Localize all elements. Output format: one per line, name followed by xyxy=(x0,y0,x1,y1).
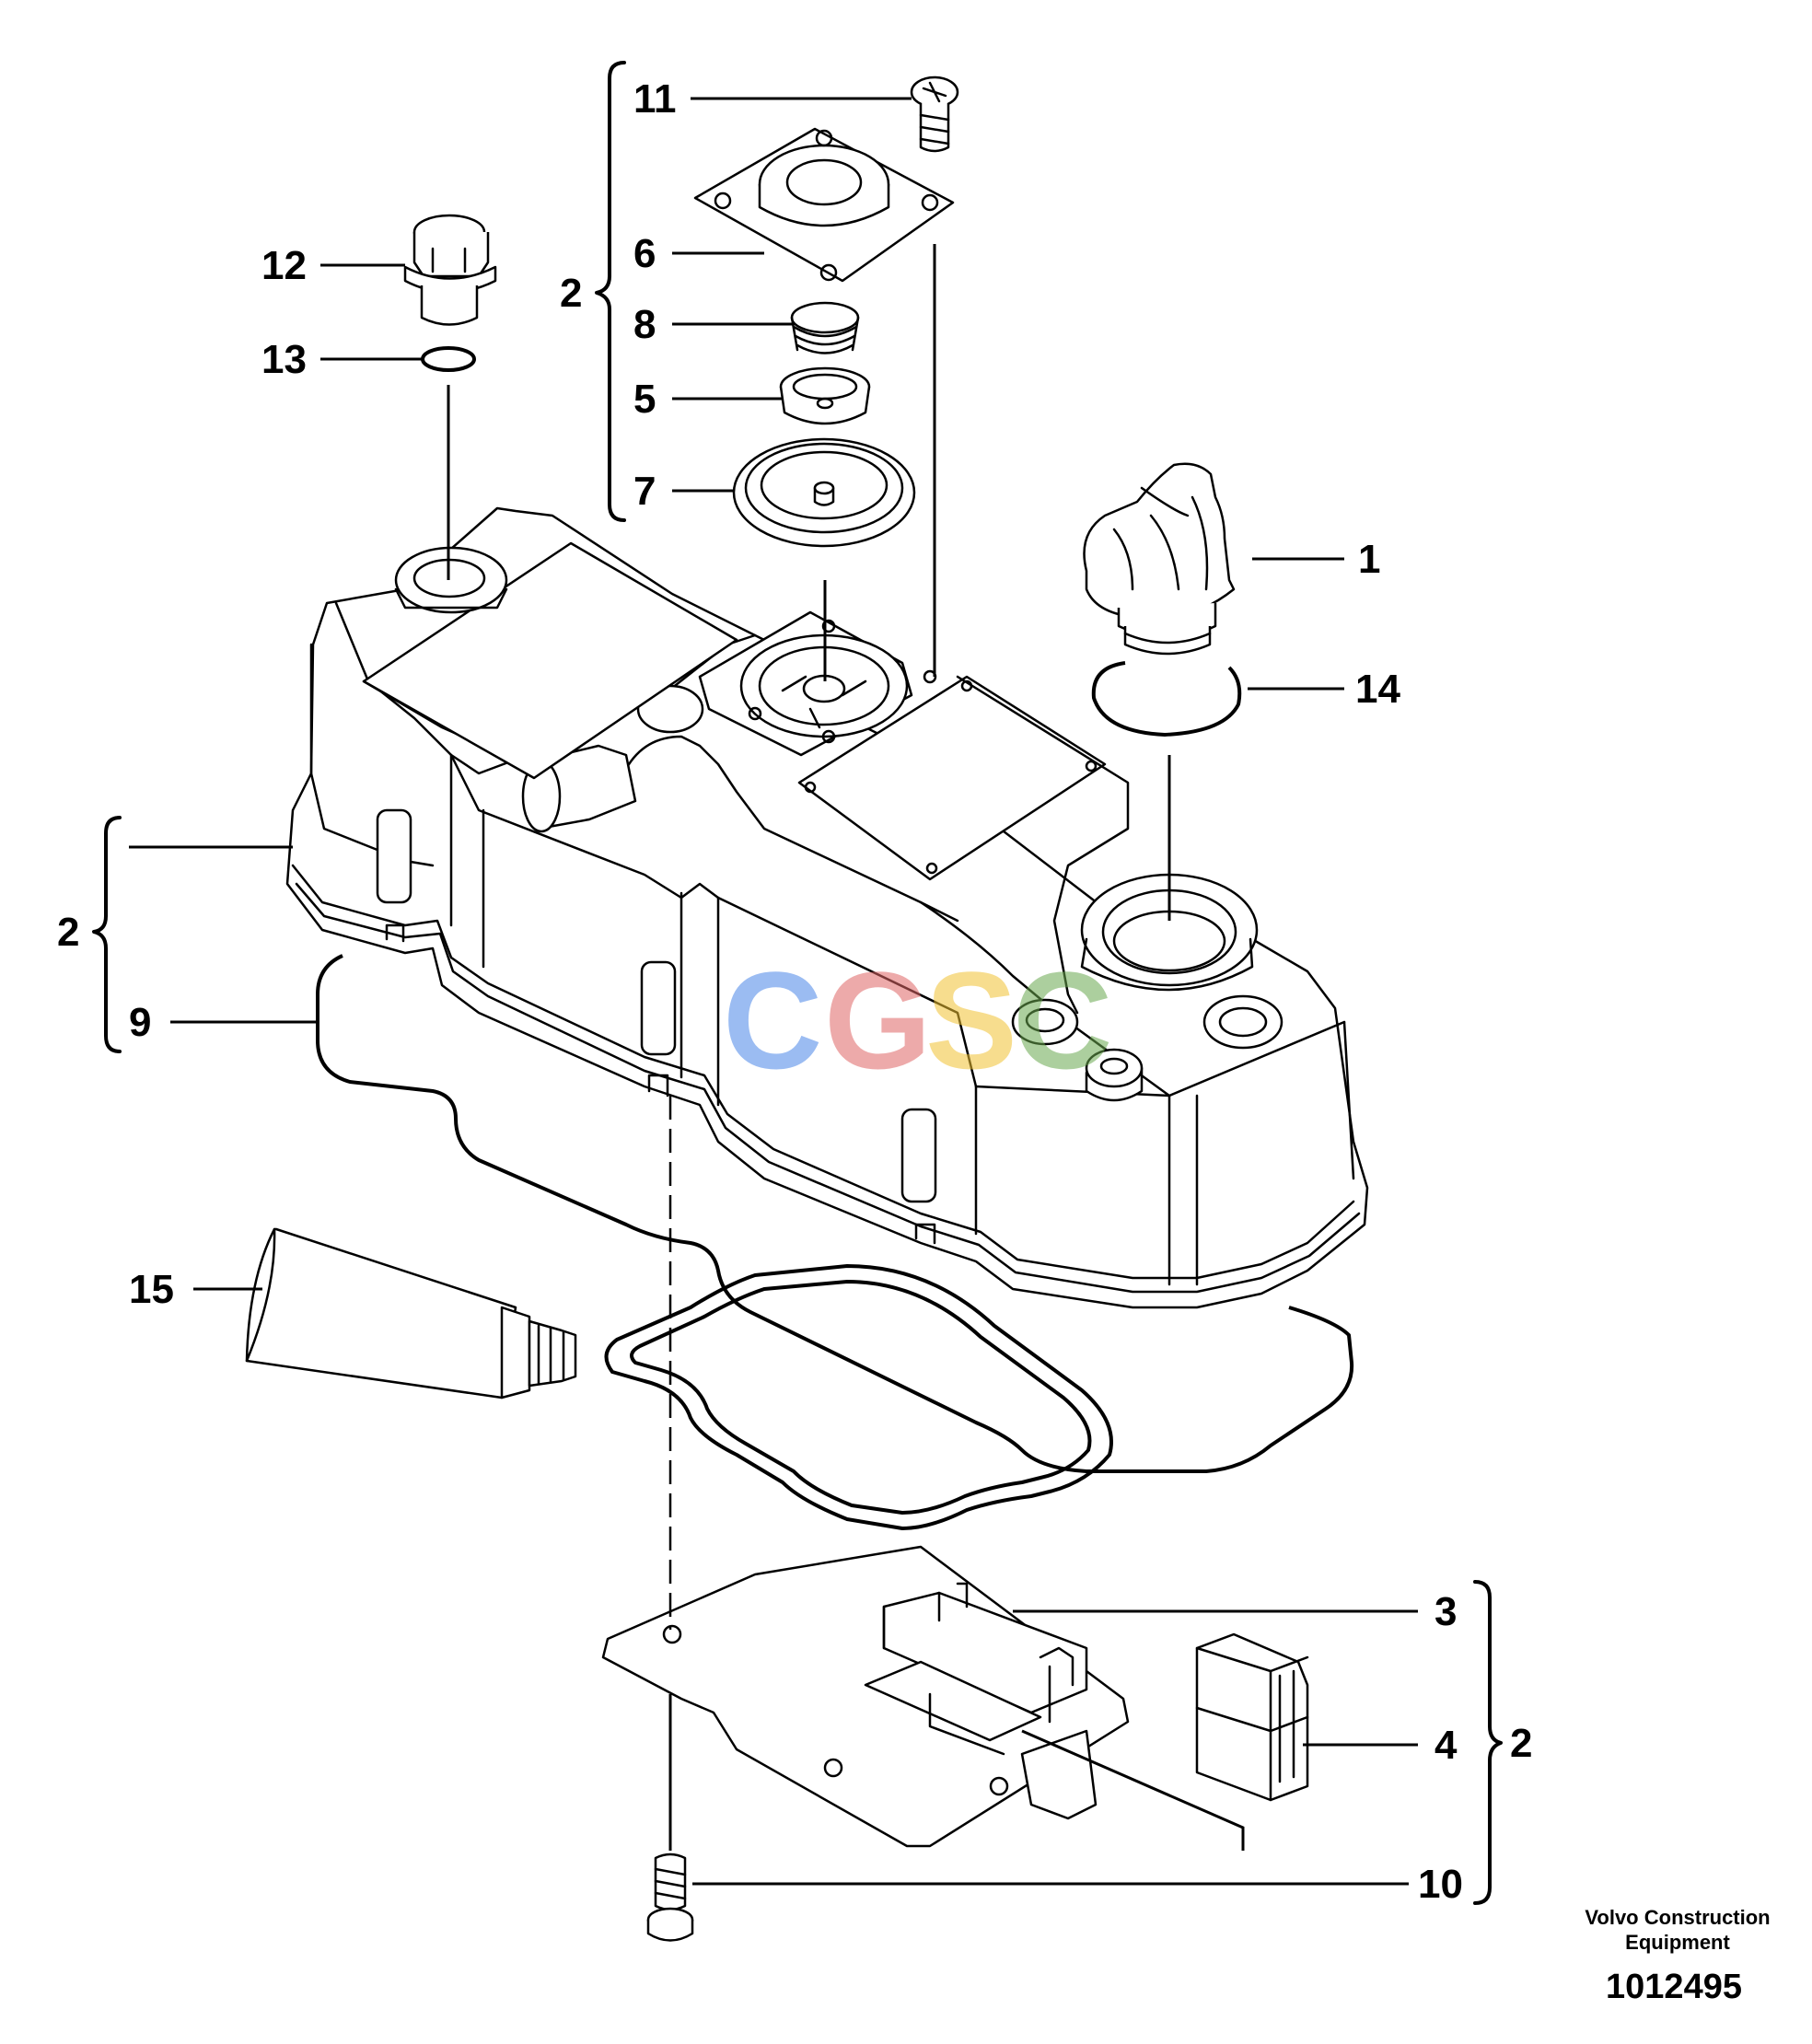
cover-plate-6 xyxy=(693,127,955,283)
callout-13: 13 xyxy=(261,337,307,382)
caption-line-1: Volvo Construction xyxy=(1585,1906,1770,1929)
callout-12: 12 xyxy=(261,243,307,288)
gasket-9 xyxy=(316,954,1354,1473)
callout-14: 14 xyxy=(1355,667,1400,712)
valve-cover xyxy=(285,506,1369,1309)
watermark-letter: C xyxy=(1013,943,1112,1097)
o-ring-13 xyxy=(421,346,476,372)
gasket-inner xyxy=(604,1264,1113,1530)
seal-ring-14 xyxy=(1091,661,1242,737)
caption-line-2: Equipment xyxy=(1625,1931,1730,1954)
callout-4: 4 xyxy=(1434,1723,1458,1768)
callout-3: 3 xyxy=(1434,1589,1457,1634)
clip-4 xyxy=(1195,1632,1309,1802)
bolt-10 xyxy=(646,1852,694,1942)
plug-12 xyxy=(403,214,497,326)
spring-8 xyxy=(790,301,860,354)
brace-bottom xyxy=(1473,1580,1503,1905)
callout-2-bottom: 2 xyxy=(1510,1721,1532,1766)
callout-9: 9 xyxy=(129,1000,151,1045)
screw-11 xyxy=(910,75,959,153)
leader-lines xyxy=(129,97,1418,1886)
callout-8: 8 xyxy=(633,302,656,347)
callout-1: 1 xyxy=(1358,537,1380,582)
callout-6: 6 xyxy=(633,231,656,276)
watermark-letter: S xyxy=(925,943,1017,1097)
callout-15: 15 xyxy=(129,1267,174,1312)
callouts: 11 6 2 8 5 7 12 13 1 14 2 9 15 3 4 2 10 xyxy=(57,76,1532,1907)
document-number: 1012495 xyxy=(1606,1968,1742,2006)
watermark-letter: G xyxy=(824,943,932,1097)
callout-7: 7 xyxy=(633,469,656,514)
cup-5 xyxy=(779,366,871,425)
callout-2-top: 2 xyxy=(560,271,582,316)
caption: Volvo Construction Equipment 1012495 xyxy=(1585,1906,1770,2006)
baffle-plate xyxy=(601,1545,1130,1848)
callout-2-left: 2 xyxy=(57,910,79,955)
oil-cap-1 xyxy=(1083,462,1236,656)
callout-10: 10 xyxy=(1418,1862,1463,1907)
callout-5: 5 xyxy=(633,377,656,422)
brace-top xyxy=(595,61,626,522)
sealant-tube-15 xyxy=(245,1227,577,1399)
brace-left xyxy=(92,816,122,1053)
assembly-lines xyxy=(447,244,1245,1851)
callout-11: 11 xyxy=(633,76,677,122)
watermark-letter: C xyxy=(723,943,822,1097)
diaphragm-7 xyxy=(732,437,916,548)
